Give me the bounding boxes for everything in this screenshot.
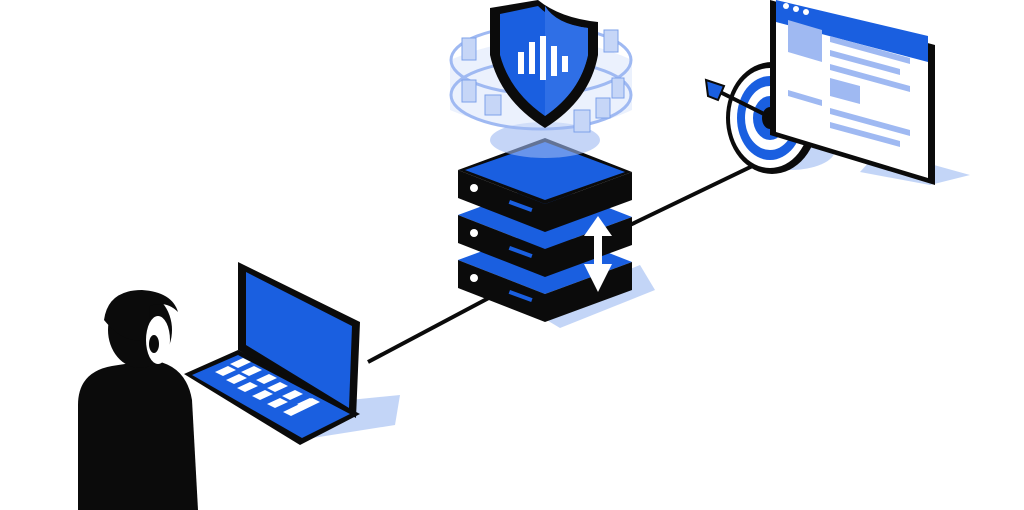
server-stack-icon: [458, 138, 655, 328]
arrow-icon: [704, 78, 769, 118]
connector-laptop-server: [367, 290, 501, 364]
connector-server-target: [629, 158, 766, 227]
person-icon: [78, 290, 198, 510]
security-shield-icon: [449, 0, 633, 158]
laptop-icon: [184, 262, 400, 445]
sync-arrow-icon: [584, 216, 612, 292]
browser-window-icon: [770, 0, 970, 185]
